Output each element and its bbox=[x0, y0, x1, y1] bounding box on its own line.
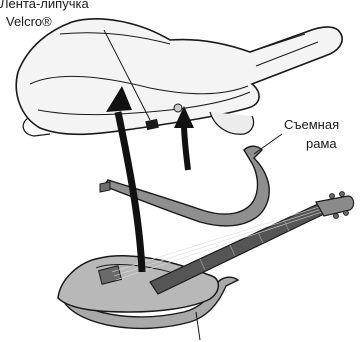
frame-leader-line bbox=[254, 134, 282, 154]
velcro-label-line1: Лента-липучка bbox=[0, 0, 89, 12]
velcro-label-line2: Velcro® bbox=[6, 14, 52, 30]
frame-label-line1: Съемная bbox=[284, 117, 339, 133]
frame-label-line2: рама bbox=[306, 136, 337, 152]
velcro-patch-secondary bbox=[174, 104, 182, 112]
